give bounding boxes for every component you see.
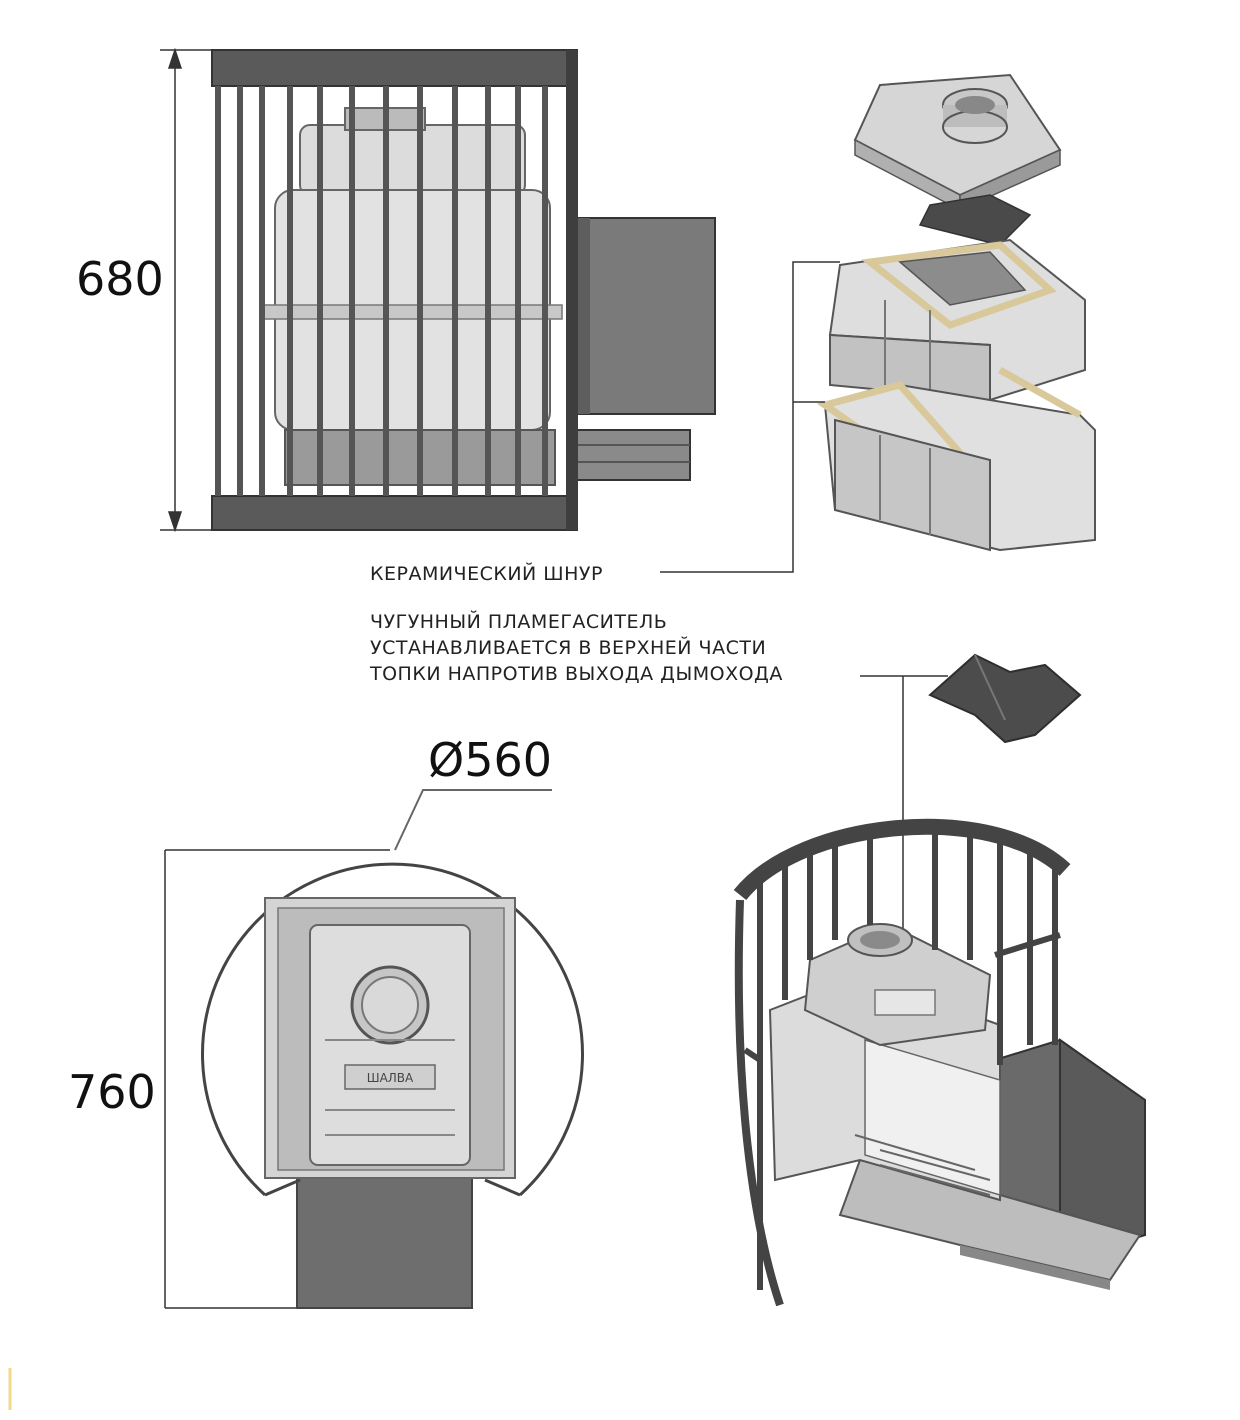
diameter-dimension-label: Ø560 (428, 733, 552, 787)
product-logo: ШАЛВА (367, 1071, 414, 1085)
fire-tunnel-top (296, 1174, 473, 1309)
exploded-view (660, 73, 1096, 573)
cage-top-band (211, 49, 578, 87)
cage-bottom-band (211, 495, 578, 531)
installed-flame-arrester (874, 989, 936, 1016)
diameter-leader (394, 789, 552, 851)
height-dimension (160, 47, 212, 533)
cage-right-post (566, 50, 578, 530)
cage-bars (215, 86, 548, 496)
depth-dimension-label: 760 (68, 1065, 156, 1119)
assembled-cage-top-ring (733, 818, 1071, 901)
front-view: 680 (76, 47, 716, 533)
depth-dimension (164, 849, 390, 1309)
ceramic-cord-label: КЕРАМИЧЕСКИЙ ШНУР (370, 562, 603, 585)
flame-arrester-line-3: ТОПКИ НАПРОТИВ ВЫХОДА ДЫМОХОДА (369, 663, 783, 685)
logo-plate (344, 1064, 436, 1090)
assembled-cage-side (734, 899, 784, 1307)
flame-arrester-line-1: ЧУГУННЫЙ ПЛАМЕГАСИТЕЛЬ (370, 610, 667, 633)
top-casting (299, 124, 526, 196)
fire-tunnel (574, 429, 691, 481)
round-cage (201, 862, 584, 1197)
ceramic-cord-leader (660, 261, 840, 573)
top-view: Ø560 760 ШАЛВА (68, 733, 584, 1309)
ceramic-cord-upper (861, 241, 1057, 329)
chimney-block (569, 217, 716, 415)
top-plate (309, 924, 471, 1166)
gasket-plate (918, 194, 1032, 246)
assembled-view (733, 818, 1146, 1307)
height-dimension-label: 680 (76, 252, 164, 306)
flame-arrester-part (928, 653, 1082, 744)
flame-arrester-line-2: УСТАНАВЛИВАЕТСЯ В ВЕРХНЕЙ ЧАСТИ (370, 636, 766, 659)
